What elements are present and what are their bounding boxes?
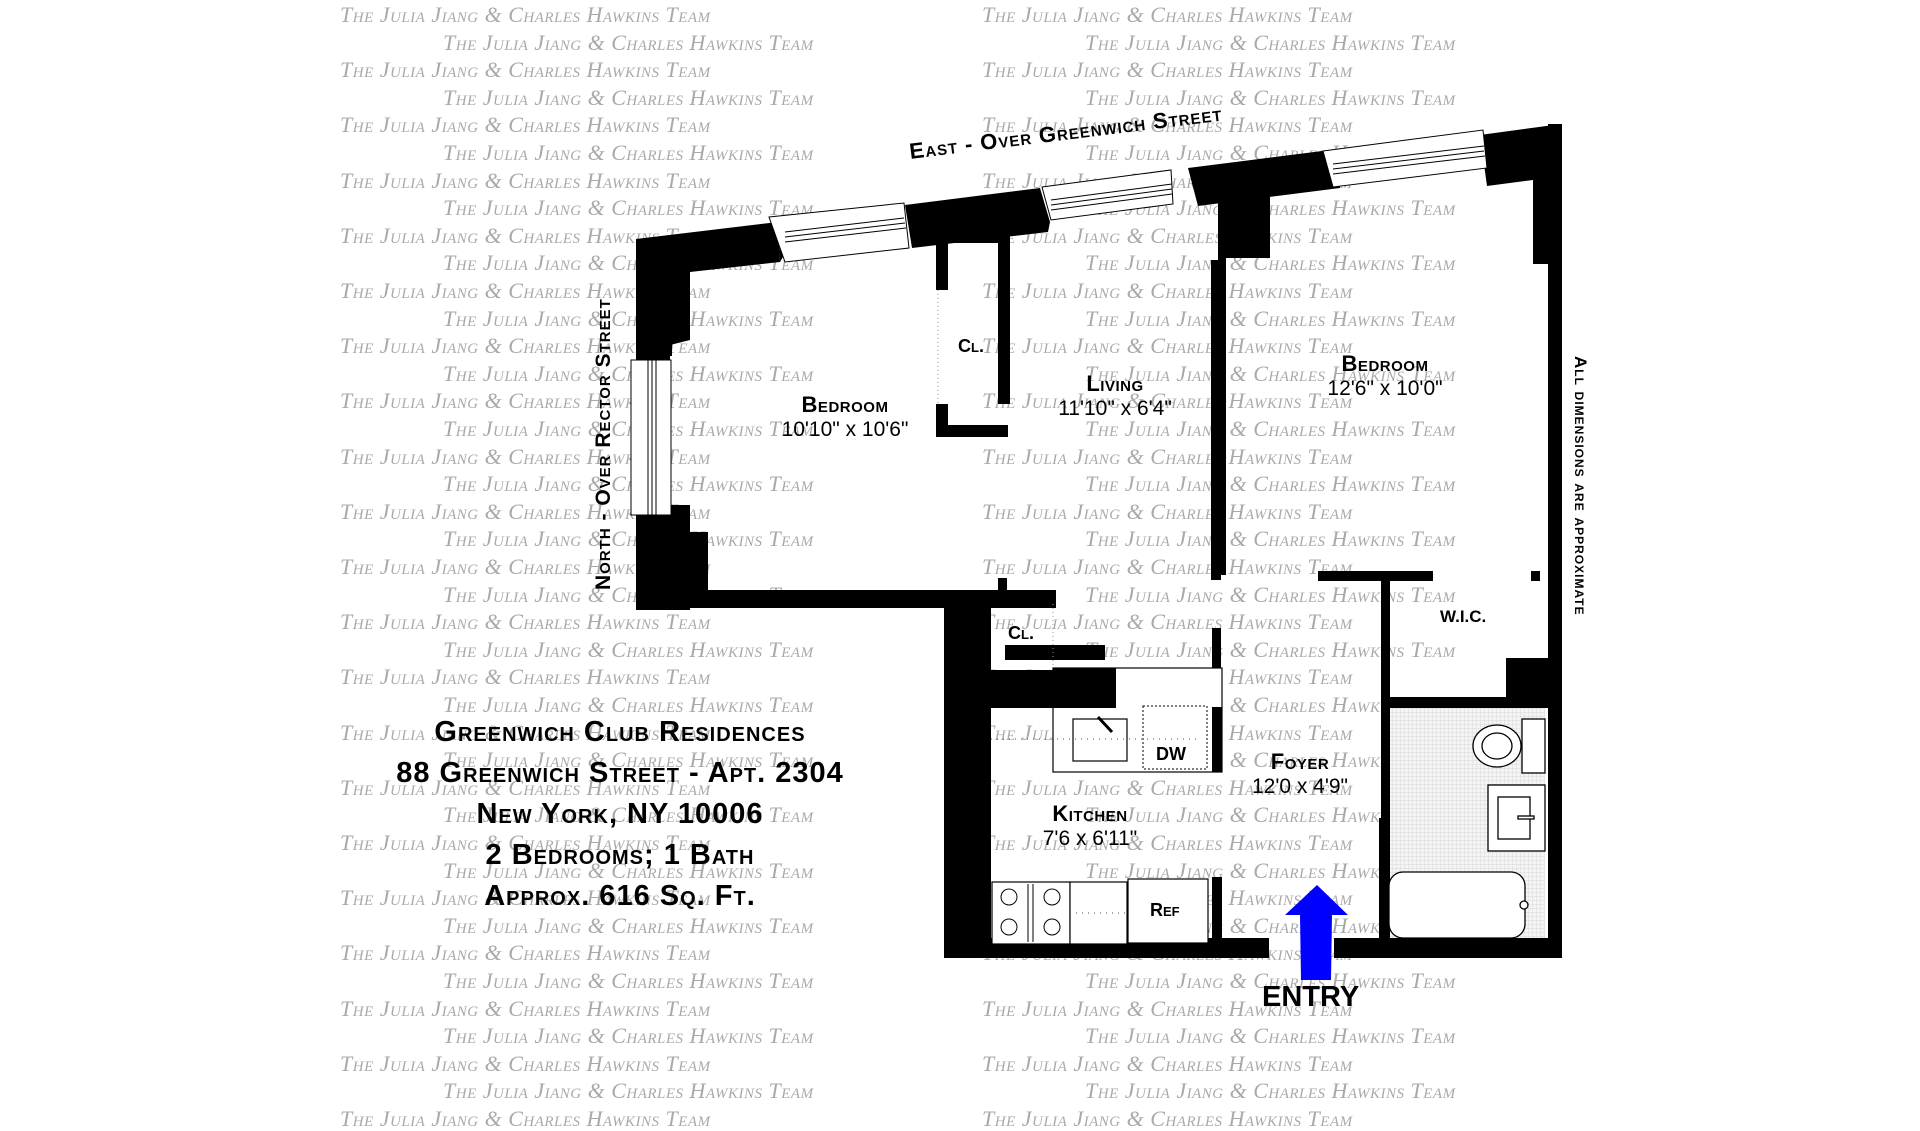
exterior-walls — [636, 124, 1562, 958]
room-name: Foyer — [1270, 749, 1330, 774]
bedroom-2-label: Bedroom 12'6" x 10'0" — [1300, 351, 1470, 401]
closet-2-label: Cl. — [1008, 623, 1034, 643]
refrigerator-icon — [1127, 878, 1209, 944]
watermark-text: The Julia Jiang & Charles Hawkins Team — [982, 1106, 1353, 1131]
watermark-text: The Julia Jiang & Charles Hawkins Team — [1085, 1078, 1456, 1104]
room-name: Bedroom — [1341, 351, 1429, 376]
refrigerator-label: Ref — [1150, 900, 1180, 920]
foyer-label: Foyer 12'0 x 4'9" — [1230, 749, 1370, 799]
bathtub-icon — [1388, 871, 1526, 939]
bedroom-1-label: Bedroom 10'10" x 10'6" — [760, 392, 930, 442]
room-dimensions: 11'10" x 6'4" — [1058, 397, 1172, 420]
living-label: Living 11'10" x 6'4" — [1040, 371, 1190, 421]
square-footage: Approx. 616 Sq. Ft. — [484, 880, 756, 912]
entry-label: ENTRY — [1262, 981, 1360, 1013]
building-name: Greenwich Club Residences — [434, 716, 806, 748]
room-name: Living — [1086, 371, 1144, 396]
room-dimensions: 10'10" x 10'6" — [781, 418, 909, 441]
floor-plan — [630, 124, 1562, 980]
city-zip: New York, NY 10006 — [476, 798, 764, 830]
dimensions-disclaimer: All dimensions are approximate — [1571, 356, 1590, 616]
toilet-tank-icon — [1521, 718, 1546, 774]
entry-arrow-icon — [1285, 885, 1348, 980]
room-name: Bedroom — [801, 392, 889, 417]
closet-1-label: Cl. — [958, 336, 984, 356]
room-name: Kitchen — [1052, 801, 1128, 826]
windows — [630, 129, 1488, 516]
kitchen-label: Kitchen 7'6 x 6'11" — [1020, 801, 1160, 851]
dishwasher-label: DW — [1156, 744, 1186, 764]
listing-info: Greenwich Club Residences 88 Greenwich S… — [340, 712, 900, 917]
north-street-label: North - Over Rector Street — [592, 298, 615, 590]
dishwasher-icon — [1142, 705, 1208, 770]
room-dimensions: 12'0 x 4'9" — [1251, 775, 1349, 798]
bathroom-fixtures — [1388, 718, 1546, 939]
burners — [1000, 884, 1061, 942]
wic-label: W.I.C. — [1440, 607, 1487, 626]
sink-icon — [1072, 718, 1128, 762]
watermark-text: The Julia Jiang & Charles Hawkins Team — [443, 1078, 814, 1104]
room-dimensions: 7'6 x 6'11" — [1042, 827, 1138, 850]
bed-bath: 2 Bedrooms; 1 Bath — [485, 839, 755, 871]
room-dimensions: 12'6" x 10'0" — [1327, 377, 1443, 400]
address: 88 Greenwich Street - Apt. 2304 — [396, 757, 844, 789]
watermark-text: The Julia Jiang & Charles Hawkins Team — [340, 1106, 711, 1131]
